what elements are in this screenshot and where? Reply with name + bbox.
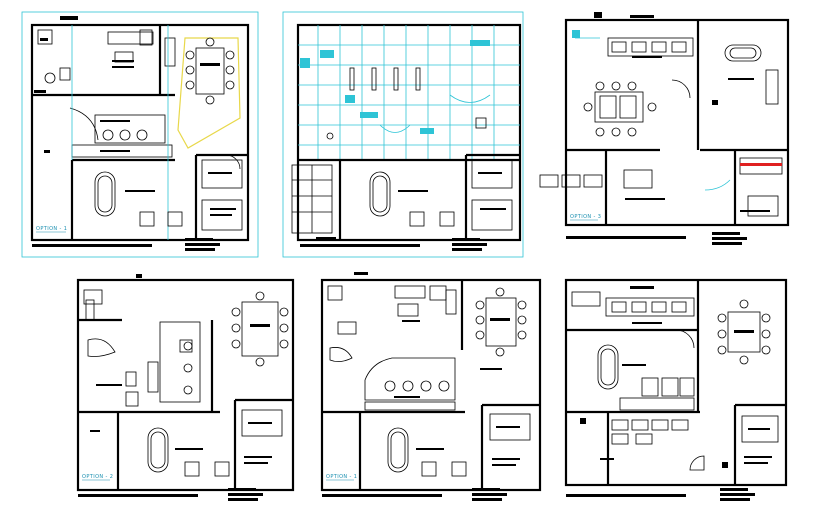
floor-plan-option-2-bottom: OPTION - 2	[76, 274, 295, 501]
floor-plan-bottom-right	[564, 278, 788, 501]
floor-plan-option-3-top: OPTION - 3	[539, 12, 790, 245]
option-label-plan-5: OPTION - 1	[326, 474, 357, 480]
option-label-plan-1: OPTION - 1	[36, 226, 67, 232]
floor-plan-option-1-top: OPTION - 1	[21, 11, 259, 258]
floor-plan-grid-top	[282, 11, 524, 258]
option-label-plan-4: OPTION - 2	[82, 474, 113, 480]
floor-plan-option-1-bottom: OPTION - 1	[320, 272, 542, 501]
option-label-plan-3: OPTION - 3	[570, 214, 601, 220]
